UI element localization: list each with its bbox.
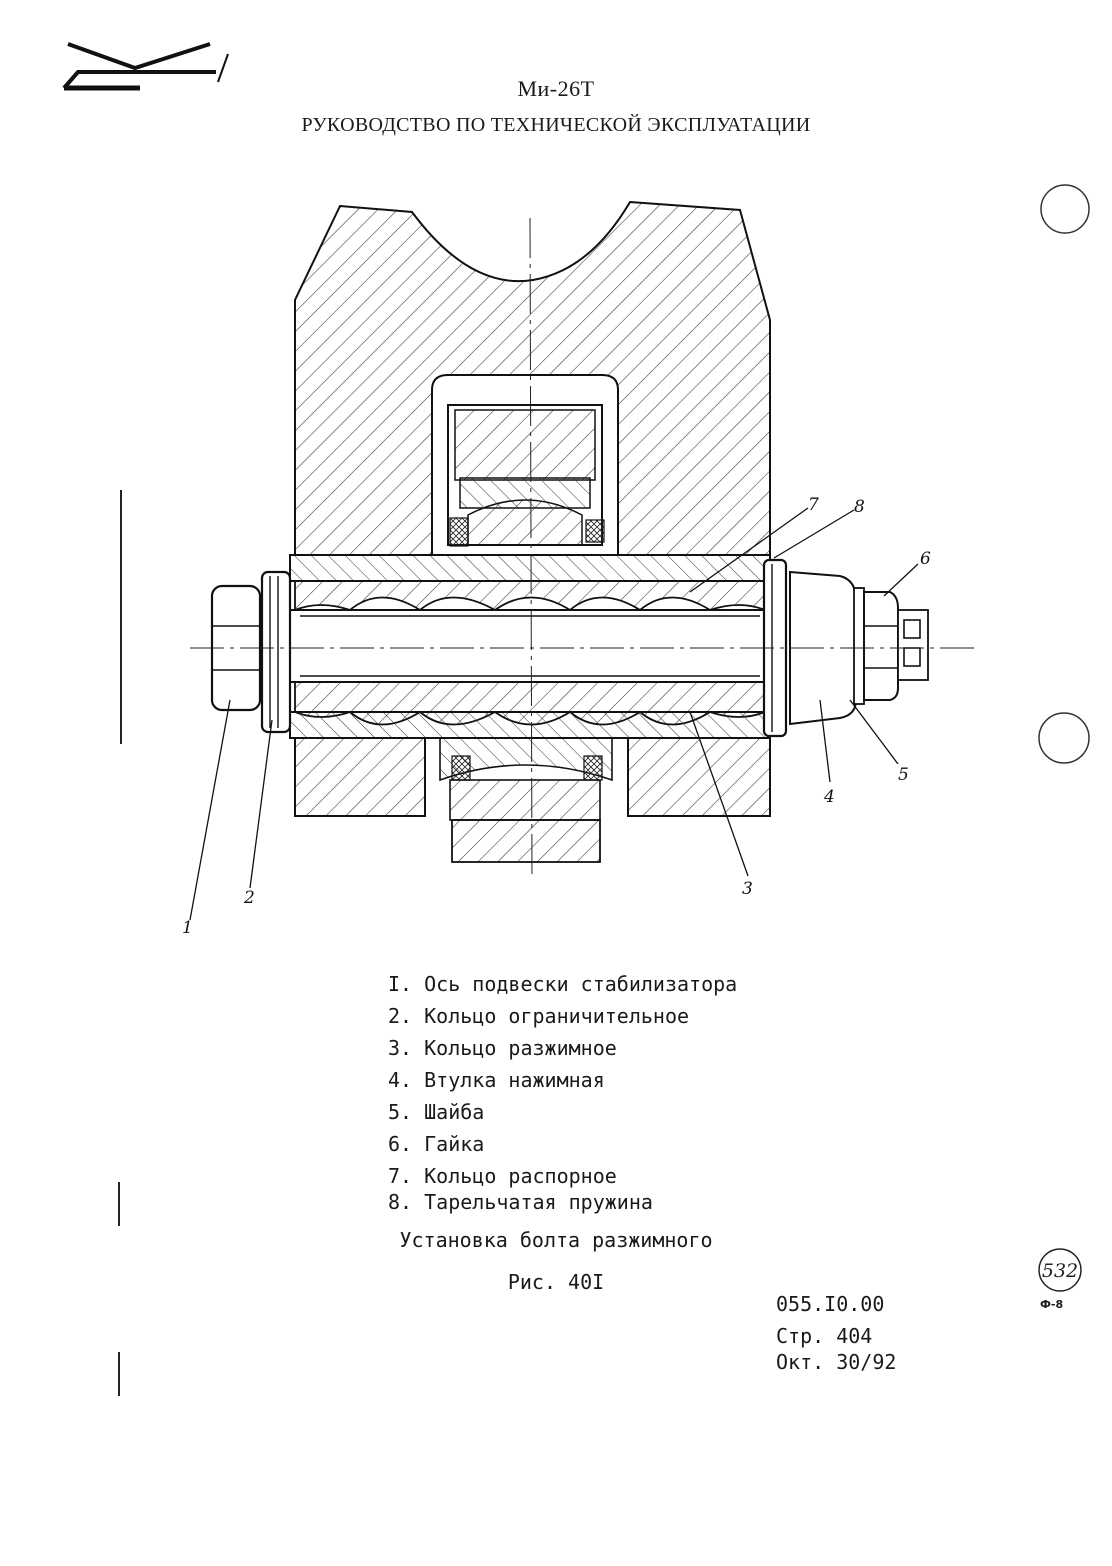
legend-item: 3. Кольцо разжимное <box>388 1036 617 1060</box>
bolt-assembly-drawing: 1 2 3 4 5 6 7 8 <box>182 200 980 938</box>
document-title: Ми-26Т <box>517 76 595 101</box>
margin-bar <box>118 1352 120 1396</box>
punch-hole-icon <box>1040 184 1090 234</box>
document-subtitle: РУКОВОДСТВО ПО ТЕХНИЧЕСКОЙ ЭКСПЛУАТАЦИИ <box>301 114 811 136</box>
document-code: 055.I0.00 <box>776 1292 885 1316</box>
stamp-number: 532 <box>1042 1260 1078 1282</box>
punch-hole-icon <box>1038 712 1090 764</box>
page-number: Стр. 404 <box>776 1324 873 1348</box>
legend-item: 5. Шайба <box>388 1100 485 1124</box>
parts-legend: I. Ось подвески стабилизатора 2. Кольцо … <box>388 968 737 1212</box>
figure-number: Рис. 40I <box>507 1270 605 1294</box>
callout-1: 1 <box>182 918 193 938</box>
legend-item: 2. Кольцо ограничительное <box>388 1004 690 1028</box>
callout-4: 4 <box>823 787 835 807</box>
helicopter-logo-icon <box>62 42 229 91</box>
callout-3: 3 <box>742 879 753 899</box>
legend-item: 6. Гайка <box>388 1132 485 1156</box>
legend-item: 8. Тарельчатая пружина <box>388 1190 653 1214</box>
callout-6: 6 <box>920 549 931 569</box>
callout-2: 2 <box>243 888 255 908</box>
callout-8: 8 <box>854 497 865 517</box>
margin-bar <box>118 1182 120 1226</box>
legend-item: 7. Кольцо распорное <box>388 1164 617 1188</box>
callout-7: 7 <box>808 495 819 515</box>
legend-item: I. Ось подвески стабилизатора <box>388 972 738 996</box>
legend-item: 4. Втулка нажимная <box>388 1068 605 1092</box>
callout-5: 5 <box>898 765 909 785</box>
revision-date: Окт. 30/92 <box>776 1350 897 1374</box>
page-stamp: 532 <box>1038 1248 1082 1292</box>
margin-bar <box>120 490 122 744</box>
figure-title: Установка болта разжимного <box>399 1228 713 1252</box>
stamp-mark: Ф-8 <box>1040 1298 1064 1311</box>
